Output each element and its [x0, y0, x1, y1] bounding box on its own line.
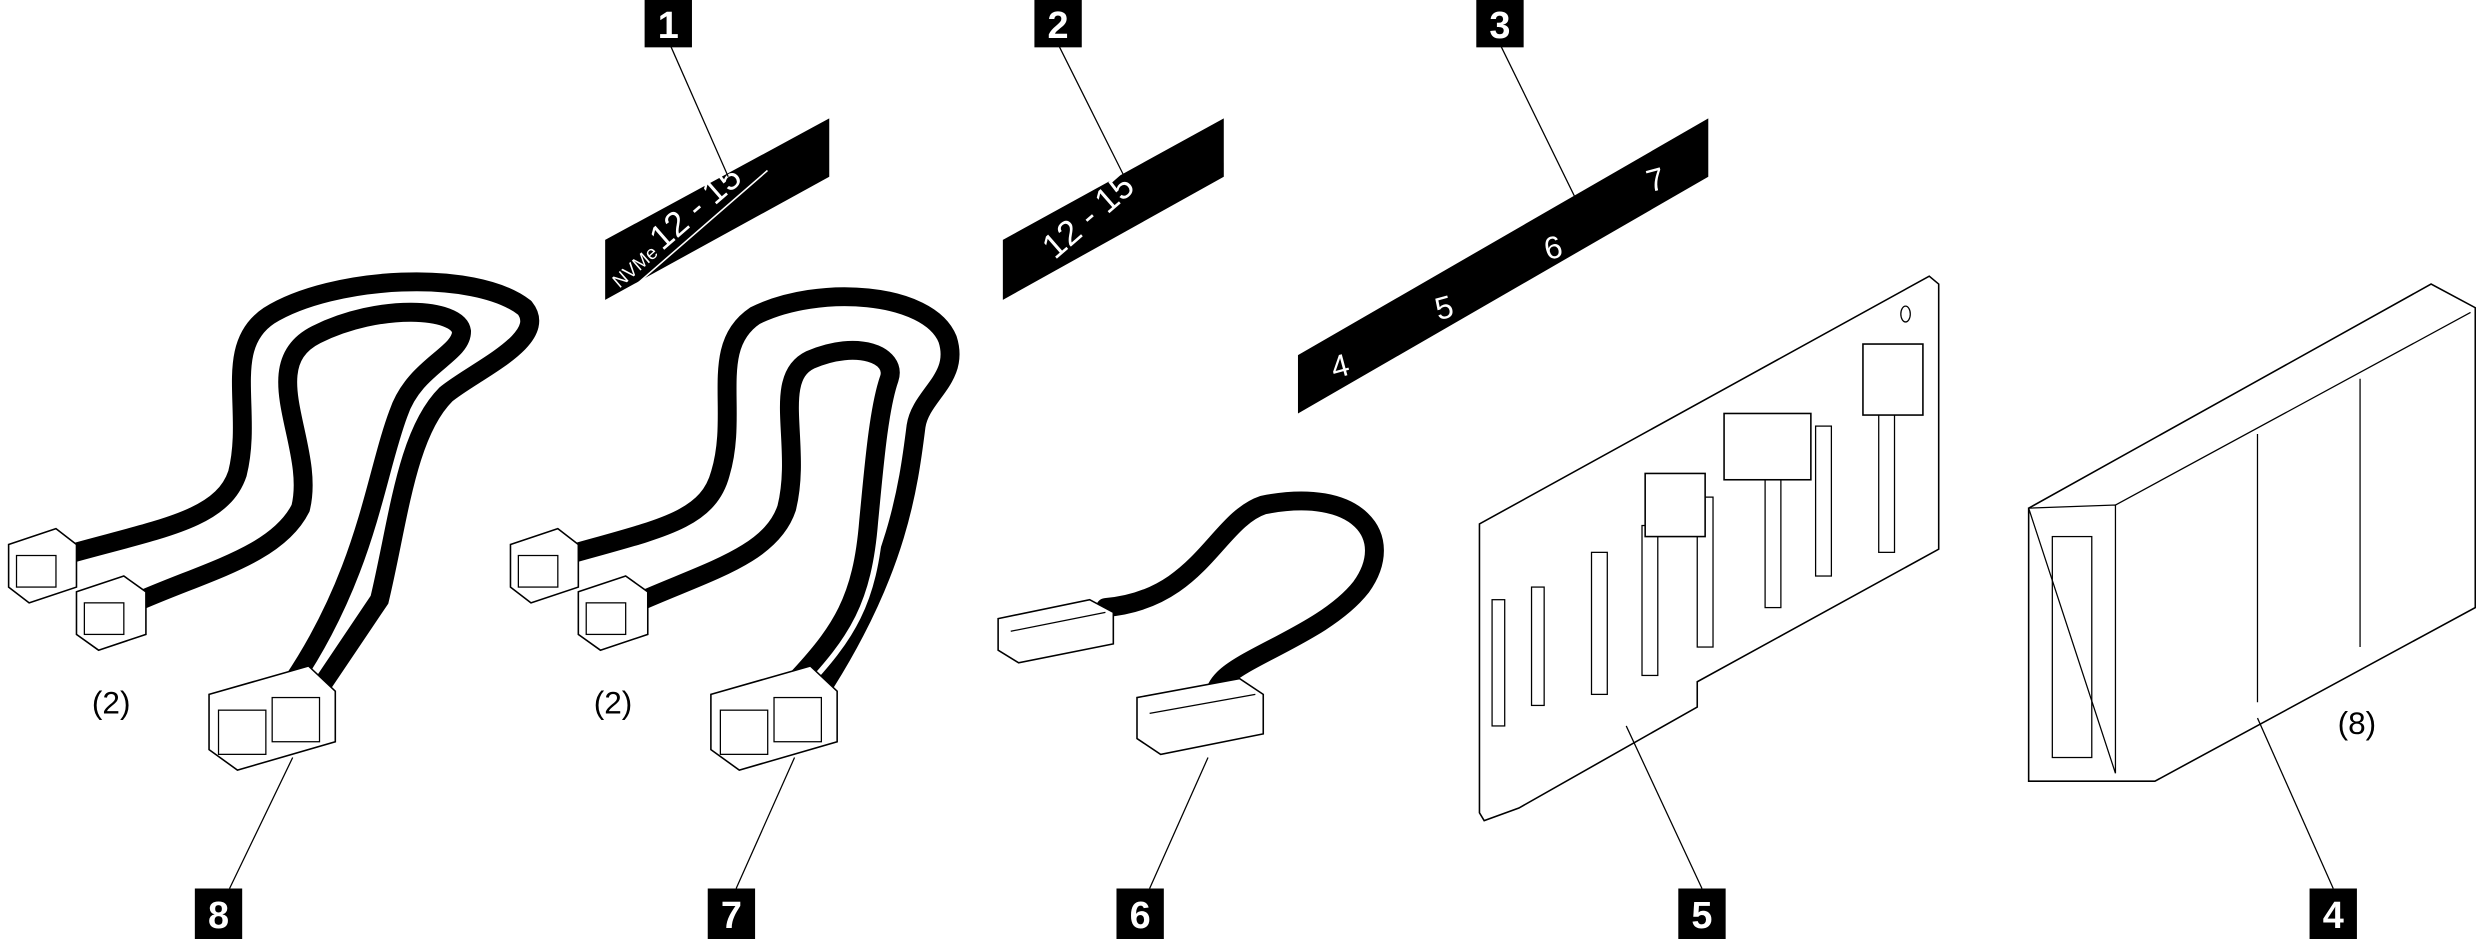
svg-text:4: 4	[2323, 895, 2344, 937]
cable-7	[509, 281, 965, 889]
cable-8	[7, 266, 545, 889]
callout-6: 6	[1116, 888, 1164, 939]
quantity-cable-8: (2)	[92, 684, 131, 720]
svg-text:2: 2	[1048, 5, 1069, 47]
callout-3: 3	[1476, 0, 1524, 48]
callout-7: 7	[707, 888, 756, 939]
svg-text:5: 5	[1691, 895, 1712, 937]
callout-2: 2	[1034, 0, 1082, 48]
leader-line-1	[669, 43, 729, 178]
dual-connector-icon	[208, 665, 337, 772]
power-connector-icon	[997, 598, 1265, 756]
quantity-filler-4: (8)	[2338, 705, 2377, 741]
svg-text:6: 6	[1130, 895, 1151, 937]
mini-sas-hd-connector-icon	[509, 527, 649, 652]
cable-6	[997, 491, 1384, 889]
quantity-cable-7: (2)	[594, 684, 633, 720]
svg-text:8: 8	[208, 895, 229, 937]
callout-5: 5	[1678, 888, 1726, 939]
label-2-12-15: 12 - 15	[1002, 118, 1224, 300]
callout-4: 4	[2309, 888, 2357, 939]
callout-1: 1	[644, 0, 692, 48]
mini-sas-hd-connector-icon	[7, 527, 147, 652]
leader-line-2	[1057, 43, 1125, 178]
svg-text:7: 7	[721, 895, 742, 937]
callout-8: 8	[194, 888, 243, 939]
connector-icon	[1644, 343, 1924, 538]
backplane-5	[1478, 275, 1940, 889]
leader-line-3	[1499, 43, 1580, 206]
svg-text:3: 3	[1489, 5, 1510, 47]
filler-4	[2027, 283, 2476, 889]
svg-text:1: 1	[658, 5, 679, 47]
label-3-bays-4-7: 4 5 6 7	[1297, 118, 1709, 414]
dual-connector-icon	[710, 665, 838, 772]
